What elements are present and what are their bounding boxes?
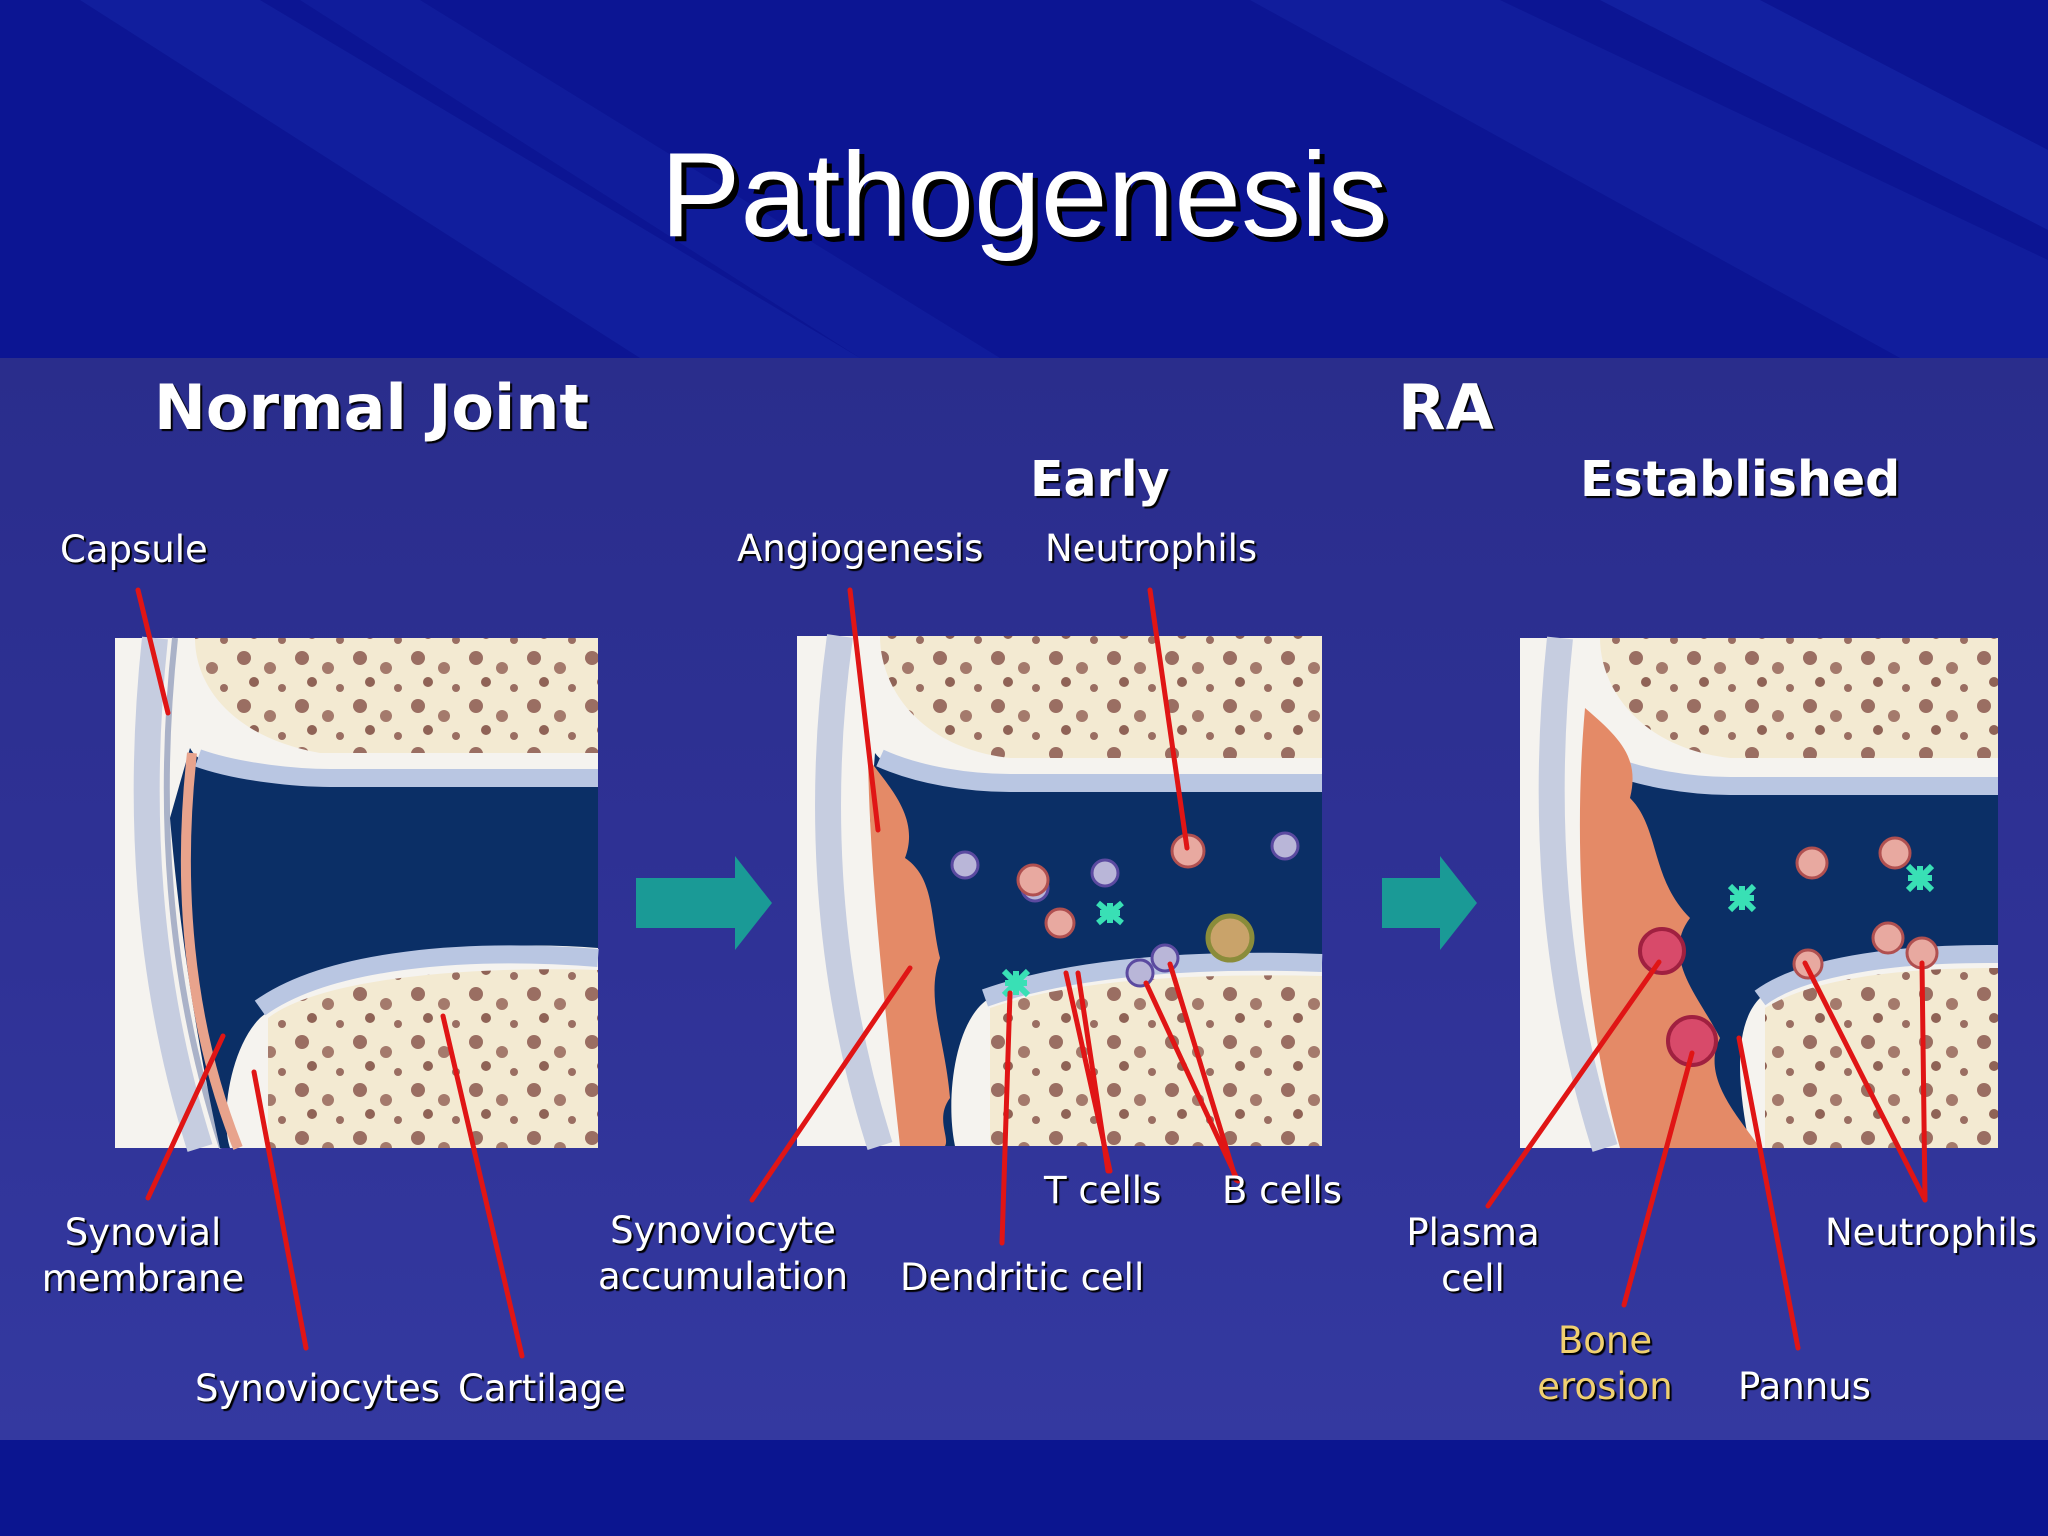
header-early: Early — [1030, 451, 1170, 508]
header-normal-joint: Normal Joint — [154, 371, 590, 444]
label-b-cells: B cells — [1222, 1169, 1343, 1212]
label-plasma-cell: Plasma cell — [1406, 1211, 1540, 1300]
label-neutrophils-early: Neutrophils — [1045, 527, 1258, 570]
header-established: Established — [1580, 451, 1901, 508]
diagram-panel: Normal Joint RA Early Established Capsul… — [0, 358, 2048, 1440]
slide-title: Pathogenesis — [660, 128, 1388, 262]
bottom-band — [0, 1440, 2048, 1536]
progression-arrow — [1382, 856, 1477, 950]
label-synoviocytes: Synoviocytes — [195, 1367, 441, 1410]
label-capsule: Capsule — [60, 528, 208, 571]
label-synovial-membrane: Synovial membrane — [41, 1211, 245, 1300]
label-t-cells: T cells — [1044, 1169, 1162, 1212]
label-leader-lines — [135, 587, 1928, 1359]
normal-joint-illustration — [115, 636, 599, 1152]
progression-arrow — [636, 856, 772, 950]
established-ra-illustration — [1520, 636, 1999, 1152]
label-cartilage: Cartilage — [458, 1367, 626, 1410]
background-stripes — [0, 0, 2048, 358]
header-ra: RA — [1398, 371, 1494, 444]
label-bone-erosion: Bone erosion — [1537, 1319, 1673, 1408]
label-pannus: Pannus — [1738, 1365, 1871, 1408]
label-dendritic-cell: Dendritic cell — [900, 1256, 1145, 1299]
label-angiogenesis: Angiogenesis — [737, 527, 984, 570]
joint-illustrations — [115, 587, 1999, 1359]
label-neutrophils-established: Neutrophils — [1825, 1211, 2038, 1254]
label-synoviocyte-accumulation: Synoviocyte accumulation — [598, 1209, 849, 1298]
early-ra-illustration — [797, 634, 1323, 1150]
